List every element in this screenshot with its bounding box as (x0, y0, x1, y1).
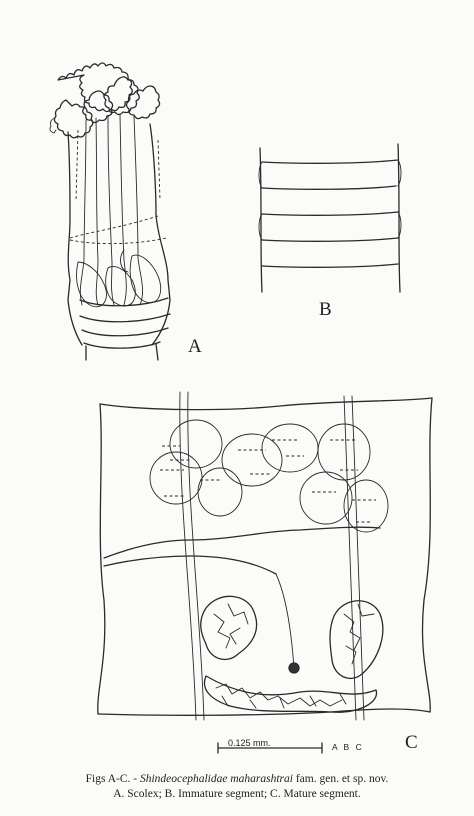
figure-a-scolex-drawing (49, 62, 171, 361)
caption-suffix: fam. gen. et sp. nov. (292, 773, 389, 785)
testes-cluster-right (299, 423, 389, 533)
scale-bar-label: 0.125 mm. (228, 738, 271, 748)
caption-line-1: Figs A-C. - Shindeocephalidae maharashtr… (0, 772, 474, 787)
figure-label-b: B (319, 299, 332, 320)
caption-species-name: Shindeocephalidae maharashtrai (139, 773, 293, 785)
figure-label-a: A (188, 336, 202, 357)
figure-caption: Figs A-C. - Shindeocephalidae maharashtr… (0, 772, 474, 802)
testes-cluster-left (149, 419, 319, 517)
caption-prefix: Figs A-C. - (85, 773, 140, 785)
caption-line-2: A. Scolex; B. Immature segment; C. Matur… (113, 788, 361, 800)
figure-label-c: C (405, 732, 418, 753)
ovary-reticulated-mass (200, 595, 384, 713)
scale-bar-figures: A B C (332, 742, 364, 752)
figure-b-immature-segment-drawing (258, 143, 402, 293)
figure-c-mature-segment-drawing (97, 391, 433, 754)
